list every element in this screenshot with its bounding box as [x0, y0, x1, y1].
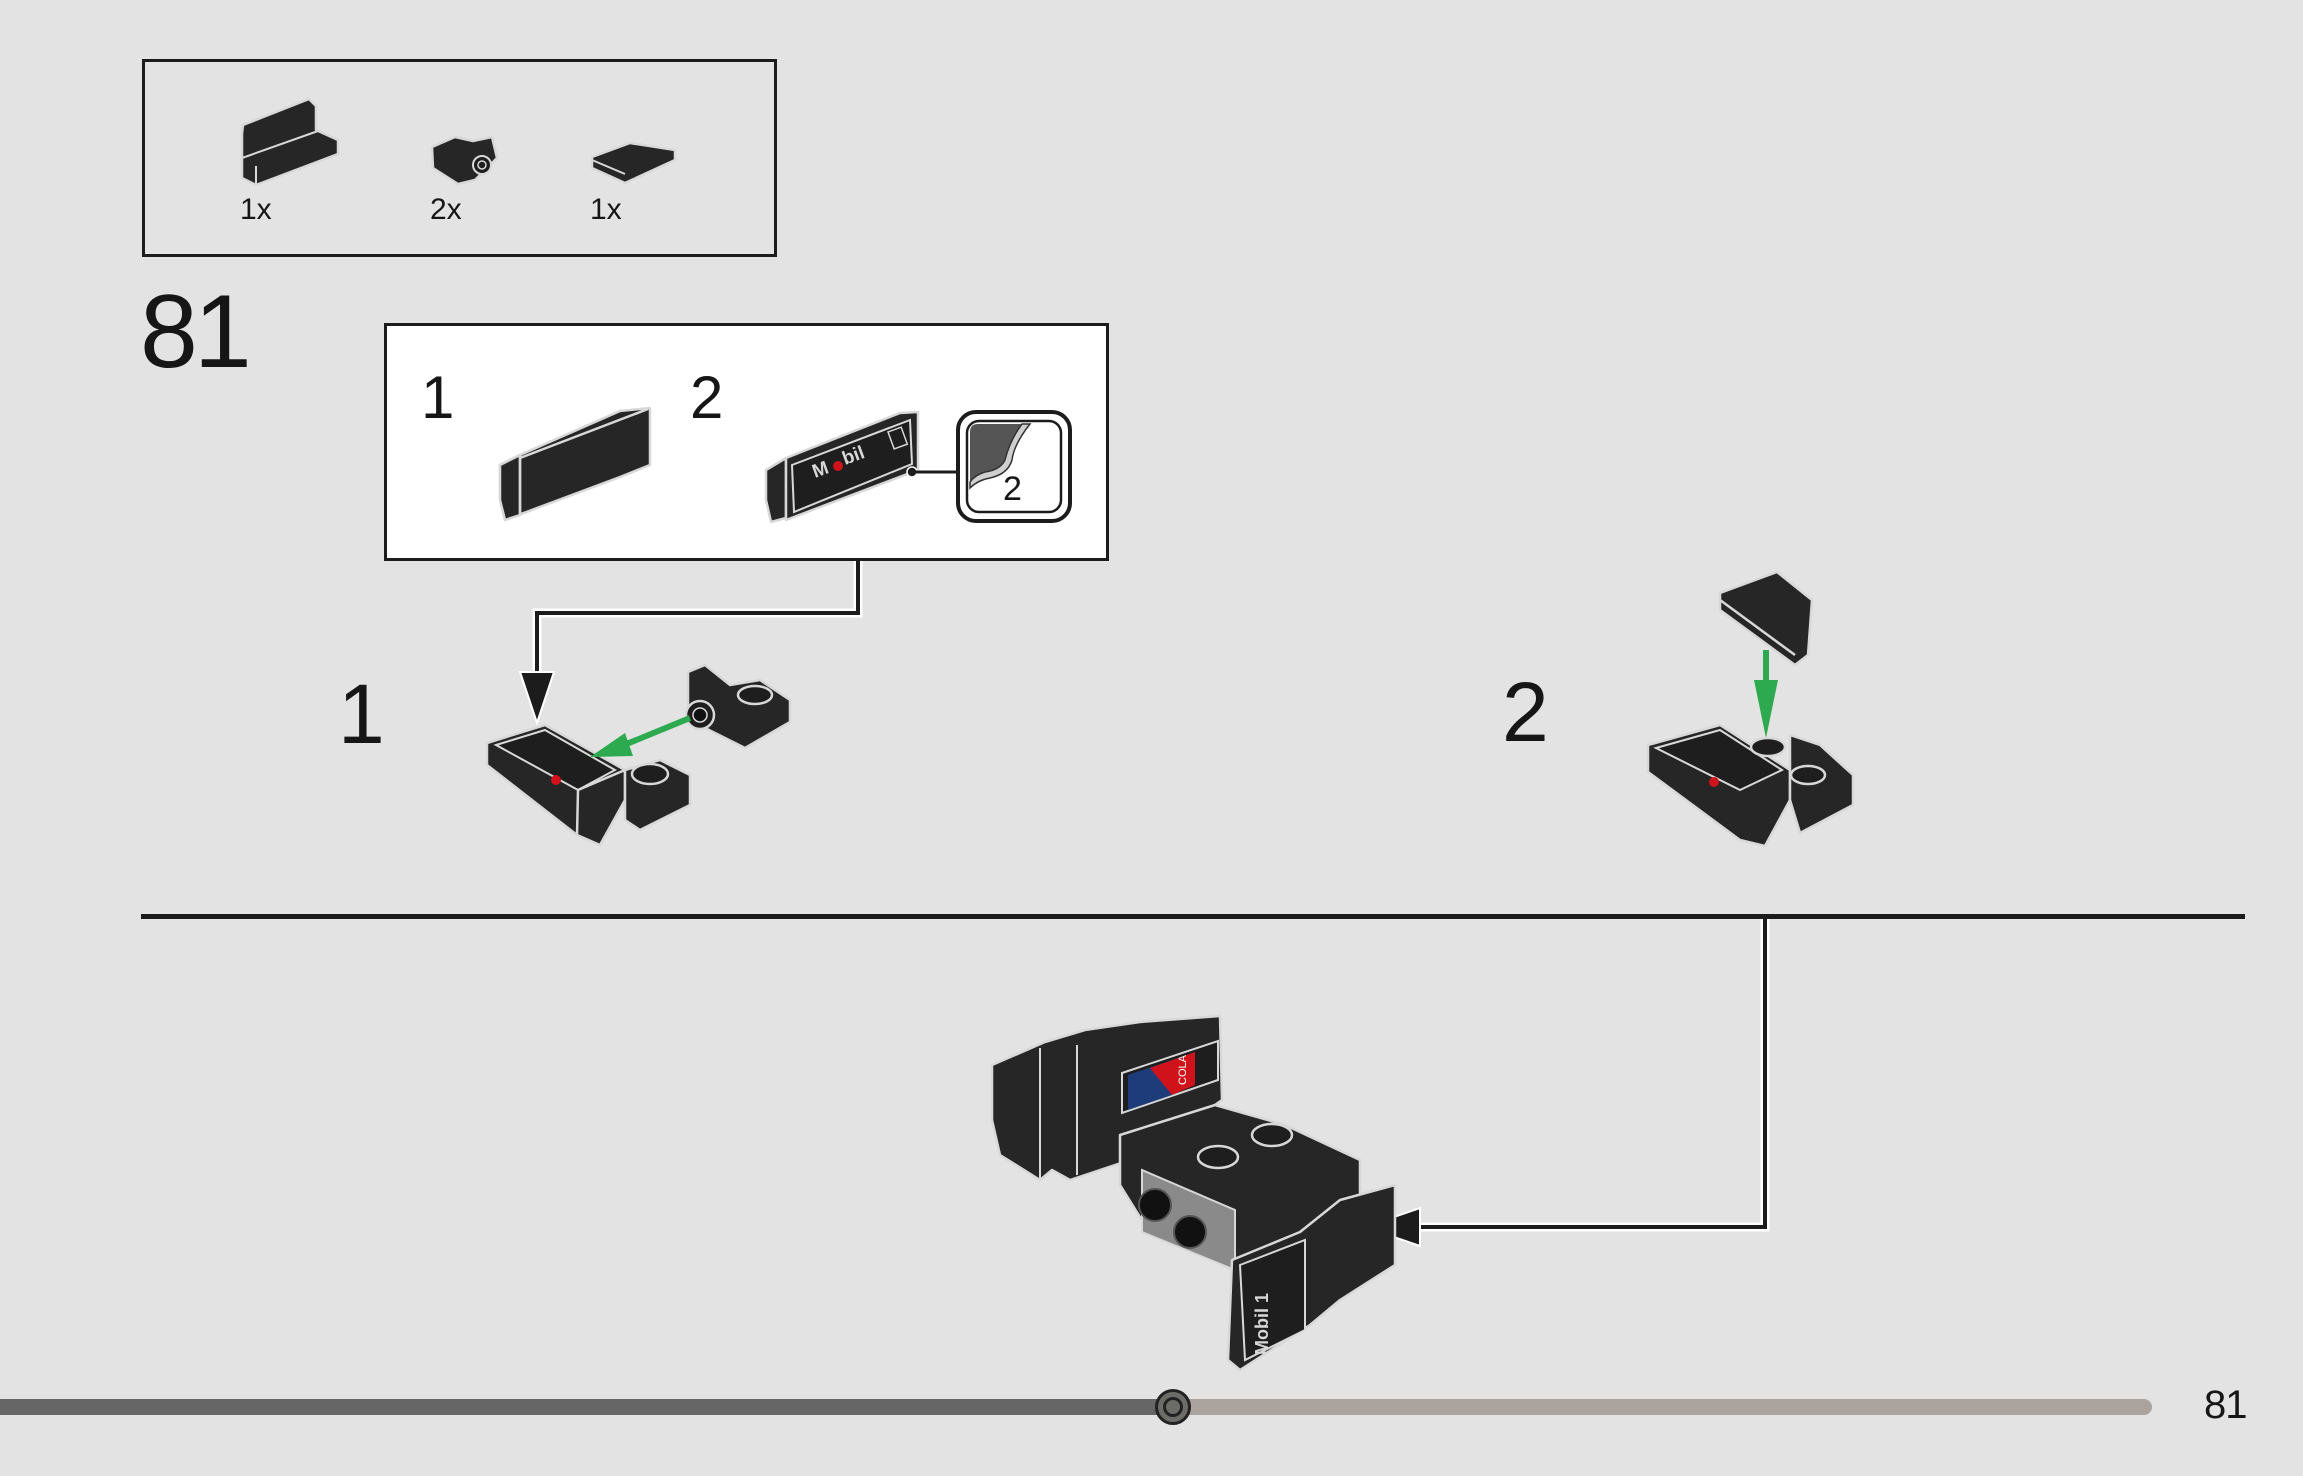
progress-knob[interactable]: [1154, 1389, 1191, 1425]
model-front-panel: Mobil 1: [1226, 1183, 1397, 1372]
step-number: 81: [140, 274, 252, 390]
green-arrow-icon: [590, 715, 692, 757]
subassembly-label-1: 1: [421, 364, 455, 431]
sticker-number: 2: [1003, 470, 1022, 508]
bracket-brick: [684, 663, 792, 750]
part-qty: 1x: [590, 193, 622, 226]
part-panel-icon: [240, 97, 340, 187]
assembled-substep-2: [1646, 723, 1855, 848]
green-arrow-icon: [1754, 650, 1778, 738]
subassembly-label-2: 2: [690, 364, 724, 431]
panel-with-sticker-icon: M bil: [764, 410, 960, 524]
arrow-down-icon: [518, 671, 556, 727]
cola-sticker: COLA: [1121, 1039, 1219, 1115]
progress-knob-ring: [1162, 1397, 1183, 1417]
sticker-logo-text: M: [810, 458, 832, 483]
stickered-panel-flat: [485, 723, 692, 847]
wedge-tile: [1718, 570, 1814, 667]
cola-sticker-text: COLA: [1177, 1054, 1189, 1085]
progress-fill: [0, 1399, 1173, 1415]
substep-label-1: 1: [338, 667, 385, 761]
part-bracket-icon: [430, 135, 499, 186]
step-divider: [141, 914, 2245, 919]
page-number: 81: [2204, 1383, 2247, 1427]
part-wedge-tile-icon: [590, 141, 677, 185]
part-qty: 1x: [240, 193, 272, 226]
substep-label-2: 2: [1502, 665, 1549, 759]
mobil-sticker-text: Mobil 1: [1252, 1293, 1272, 1355]
panel-brick-icon: [498, 406, 652, 522]
part-qty: 2x: [430, 193, 462, 226]
sticker-callout: [956, 410, 1072, 523]
